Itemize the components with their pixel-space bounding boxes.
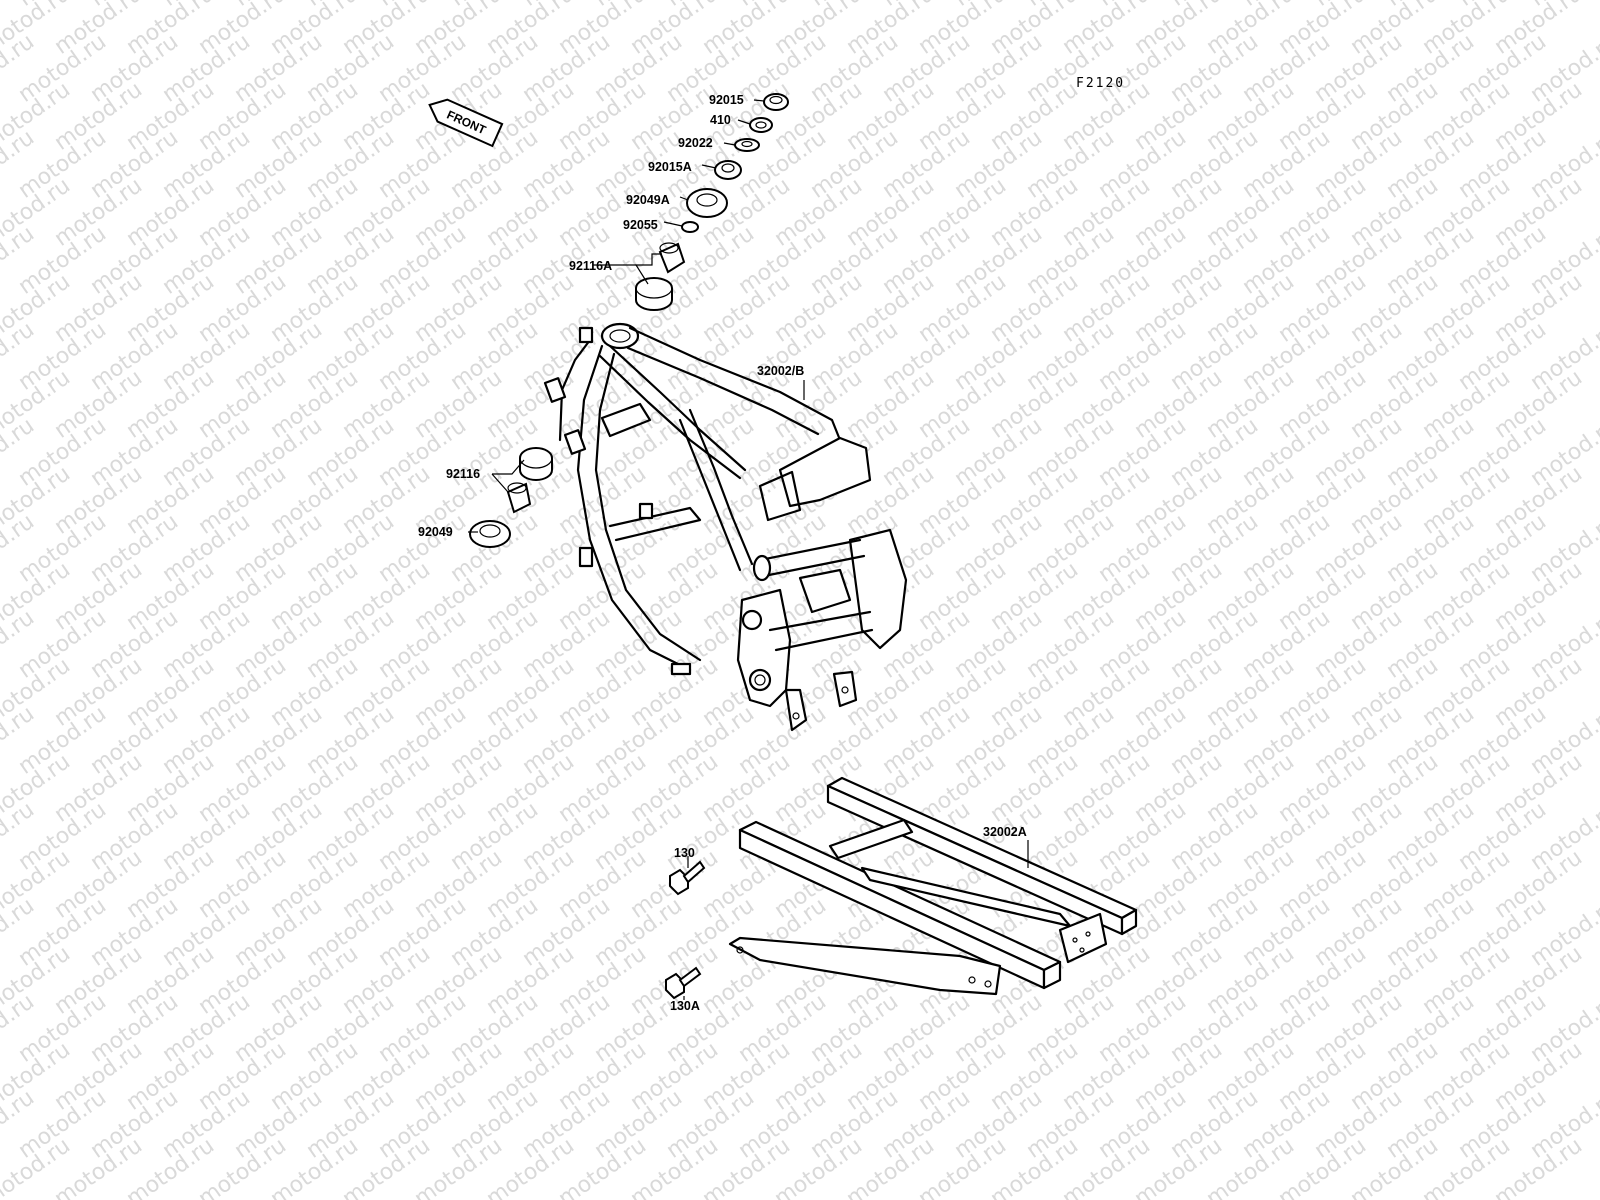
lower-bearing-parts [469,447,553,548]
steering-stem-parts [635,93,789,311]
leader-92116-a [492,459,525,475]
part-92022-washer-icon [734,138,760,152]
label-92116a: 92116A [569,259,612,273]
part-92015-nut-icon [763,93,789,111]
label-32002b: 32002/B [757,364,804,378]
part-92049-seal-icon [469,520,511,548]
label-92055: 92055 [623,218,658,232]
label-92022: 92022 [678,136,713,150]
part-92015a-nut-icon [714,160,742,180]
label-92015: 92015 [709,93,744,107]
part-92055-oring-icon [681,221,699,233]
leader-lines-top [593,99,765,285]
label-92015a: 92015A [648,160,692,174]
part-92116-race-icon [519,447,553,481]
label-92116: 92116 [446,467,480,481]
label-130: 130 [674,846,695,860]
part-410-washer-icon [749,117,773,133]
label-32002a: 32002A [983,825,1027,839]
label-410: 410 [710,113,731,127]
main-frame-32002b [543,322,908,732]
label-92049: 92049 [418,525,453,539]
bolt-130a-icon [665,966,702,1000]
bolt-130-icon [669,860,706,896]
front-arrow-icon: FRONT [428,98,504,148]
rear-subframe-32002a [728,776,1138,996]
part-92116-bearing-icon [506,482,532,514]
label-92049a: 92049A [626,193,670,207]
part-92116a-bearing-icon [635,242,686,311]
part-92049a-seal-icon [686,188,728,218]
label-130a: 130A [670,999,700,1013]
diagram-code: F2120 [1076,76,1125,91]
leader-92116-b [491,473,509,493]
